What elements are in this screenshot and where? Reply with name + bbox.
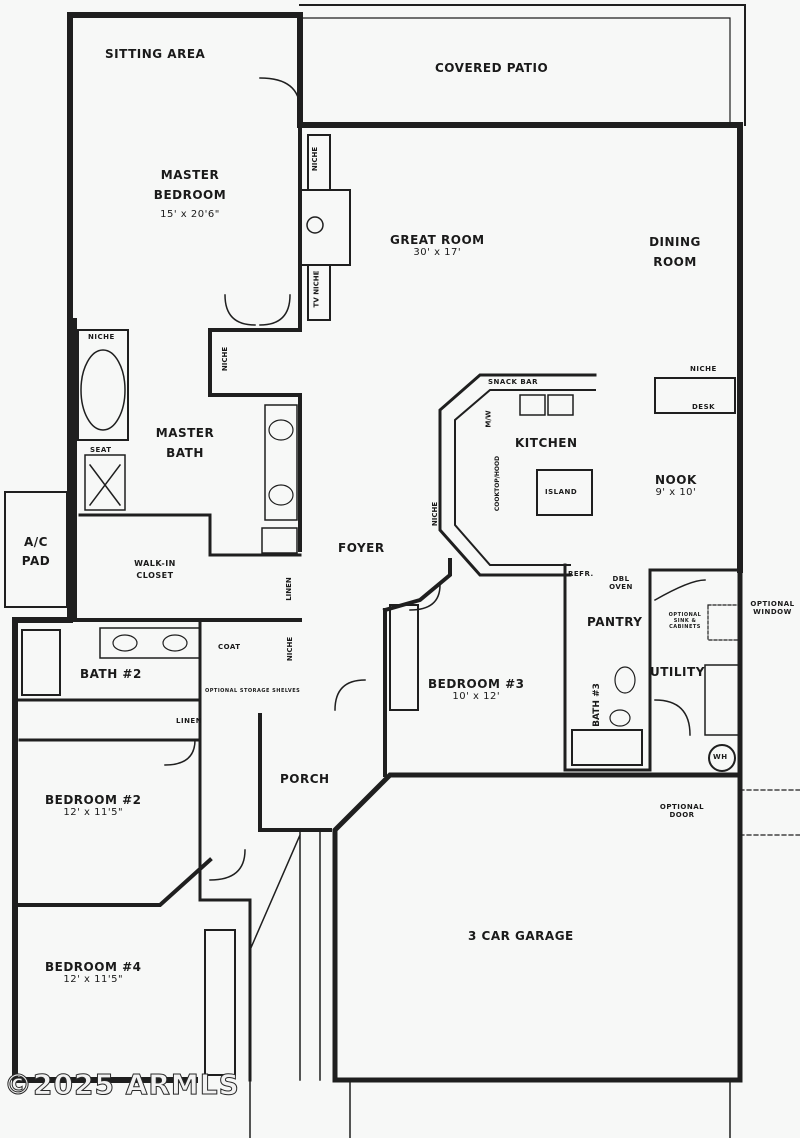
niche-fireplace-label: NICHE: [311, 146, 320, 172]
bedroom3-label: BEDROOM #3 10' x 12': [428, 677, 524, 702]
mw-label: M/W: [484, 410, 493, 428]
bedroom3-dim: 10' x 12': [452, 691, 501, 702]
optional-sink-label: OPTIONAL SINK & CABINETS: [668, 612, 702, 630]
wh-label: WH: [713, 753, 728, 761]
pantry-label: PANTRY: [587, 615, 643, 629]
bedroom2-name: BEDROOM #2: [45, 793, 142, 807]
copyright-watermark: ©2025 ARMLS: [4, 1068, 240, 1102]
bedroom2-dim: 12' x 11'5": [63, 807, 124, 818]
bath3-label: BATH #3: [591, 683, 602, 727]
bedroom-divider: [13, 857, 213, 907]
master-bedroom-wall: [208, 123, 302, 552]
snack-bar-label: SNACK BAR: [488, 378, 538, 386]
utility-label: UTILITY: [650, 665, 705, 679]
niche-bath-label: NICHE: [88, 333, 115, 341]
kitchen-label: KITCHEN: [515, 436, 578, 450]
bedroom4-label: BEDROOM #4 12' x 11'5": [45, 960, 141, 985]
exterior-wall: [67, 12, 743, 573]
sitting-area-label: SITTING AREA: [105, 47, 206, 61]
niche-hall-label: NICHE: [221, 346, 230, 372]
exterior-wall-west: [12, 12, 198, 1083]
bath2-wall: [13, 698, 202, 742]
seat-label: SEAT: [90, 446, 112, 454]
optional-door-label: OPTIONAL DOOR: [659, 803, 705, 819]
foyer-label: FOYER: [338, 541, 385, 555]
bedroom4-dim: 12' x 11'5": [63, 974, 124, 985]
nook-dim: 9' x 10': [655, 487, 697, 498]
master-bath-wall: [73, 318, 302, 622]
kitchen-counter: [438, 373, 597, 577]
nook-name: NOOK: [655, 473, 697, 487]
bedroom2-label: BEDROOM #2 12' x 11'5": [45, 793, 141, 818]
niche-foyer-label: NICHE: [431, 501, 440, 527]
master-bath-label: MASTER BATH: [155, 426, 215, 460]
covered-patio-label: COVERED PATIO: [435, 61, 549, 75]
cooktop-label: COOKTOP/HOOD: [494, 455, 502, 512]
walk-in-closet-label: WALK-IN CLOSET: [134, 559, 176, 580]
optional-window-label: OPTIONAL WINDOW: [750, 600, 795, 616]
coat-label: COAT: [218, 643, 241, 651]
niche-nook-label: NICHE: [690, 365, 717, 373]
niche-coat-label: NICHE: [286, 636, 295, 662]
ac-pad-outline: [4, 491, 68, 608]
exterior-wall-east: [332, 567, 743, 1083]
dining-room-label: DINING ROOM: [649, 235, 701, 269]
linen-label: LINEN: [176, 717, 203, 725]
garage-label: 3 CAR GARAGE: [468, 929, 574, 943]
desk-label: DESK: [692, 403, 716, 411]
refr-label: REFR.: [568, 570, 594, 578]
bath2-label: BATH #2: [80, 667, 142, 681]
master-bedroom-dim: 15' x 20'6": [160, 209, 220, 220]
bedroom3-name: BEDROOM #3: [428, 677, 525, 691]
tv-niche-label: TV NICHE: [312, 270, 321, 308]
island: [536, 469, 593, 516]
great-room-dim: 30' x 17': [413, 247, 462, 258]
great-room-label: GREAT ROOM 30' x 17': [390, 233, 485, 258]
nook-label: NOOK 9' x 10': [655, 473, 697, 498]
bedroom4-name: BEDROOM #4: [45, 960, 142, 974]
master-bedroom-name: MASTER BEDROOM: [153, 168, 227, 202]
linen-closet-label: LINEN: [284, 577, 293, 601]
patio-outline: [299, 4, 746, 126]
dbl-oven-label: DBL OVEN: [609, 575, 633, 591]
ac-pad-label: A/C PAD: [21, 535, 51, 568]
shelves-label: OPTIONAL STORAGE SHELVES: [205, 688, 301, 694]
island-label: ISLAND: [545, 488, 578, 496]
porch-label: PORCH: [280, 772, 330, 786]
great-room-name: GREAT ROOM: [390, 233, 485, 247]
master-bedroom-label: MASTER BEDROOM 15' x 20'6": [135, 165, 245, 225]
